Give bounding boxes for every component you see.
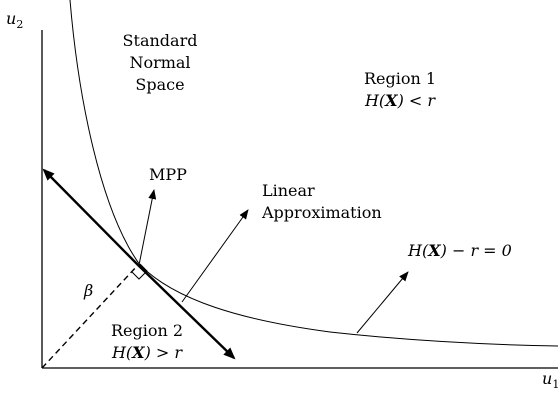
linear-approx-pointer-arrow bbox=[181, 209, 249, 303]
u2-axis-label: u2 bbox=[6, 9, 24, 32]
linear-approximation-line-lower bbox=[137, 264, 236, 360]
right-angle-marker bbox=[131, 263, 148, 280]
limit-state-pointer-arrow bbox=[356, 271, 409, 334]
limit-state-label: H(X) − r = 0 bbox=[408, 241, 512, 260]
region-1-label: Region 1 H(X) < r bbox=[363, 69, 437, 110]
limit-state-curve bbox=[69, 0, 558, 347]
u1-axis-label: u1 bbox=[542, 369, 558, 392]
beta-distance-line bbox=[41, 264, 139, 369]
beta-label: β bbox=[84, 281, 94, 300]
linear-approximation-line bbox=[42, 168, 139, 266]
linear-approximation-label: Linear Approximation bbox=[262, 181, 382, 222]
mpp-pointer-arrow bbox=[138, 189, 157, 266]
standard-normal-space-label: Standard Normal Space bbox=[122, 31, 198, 94]
region-2-label: Region 2 H(X) > r bbox=[110, 321, 184, 362]
mpp-label: MPP bbox=[149, 165, 187, 184]
